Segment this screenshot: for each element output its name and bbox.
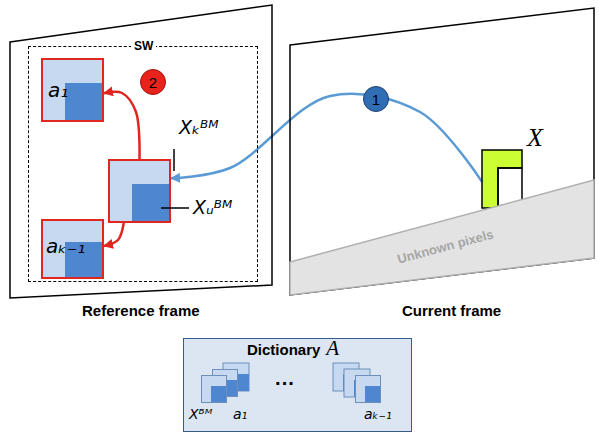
sw-label: SW [131, 40, 156, 53]
xpatch-node: X [482, 150, 522, 208]
target-patch [482, 150, 522, 208]
band-shape [290, 180, 594, 295]
patch-node: aₖ₋₁ [41, 219, 104, 279]
band-node: Unknown pixels [290, 172, 594, 295]
leader-lines [110, 161, 173, 225]
inner-block [65, 83, 102, 120]
patch-node: a₁ [41, 58, 104, 122]
frame-cur-label: Current frame [402, 303, 501, 320]
card-node: Xᴮᴹ [201, 375, 227, 403]
callout-number: 1 [363, 86, 389, 112]
card-node: aₖ₋₁ [355, 375, 381, 403]
patch-label: Xₖᴮᴹ [179, 117, 219, 138]
xpatch-label: X [527, 124, 543, 153]
frame-ref-shape [10, 5, 272, 298]
card-label: aₖ₋₁ [364, 407, 392, 422]
connector-arrow [104, 92, 140, 159]
patch-label: a₁ [48, 79, 68, 101]
dict-label: A [326, 337, 339, 360]
leader-line [161, 207, 189, 209]
dict-node: Dictionary A Xᴮᴹ a₁ aₖ₋₁ [183, 338, 412, 432]
patch-node: XₖᴮᴹXᵤᴮᴹ [108, 159, 171, 223]
ellipsis-label: ··· [275, 372, 295, 394]
leader-line [173, 149, 175, 171]
connector-arrow [171, 94, 482, 182]
card-label: a₁ [233, 407, 247, 422]
frame-cur-node: Current frameXUnknown pixels [290, 8, 594, 295]
card-label: Xᴮᴹ [189, 407, 212, 422]
band-outline [290, 172, 594, 295]
connector-arrow [104, 223, 124, 246]
frame-ref-label: Reference frame [82, 303, 200, 320]
inner-block [132, 184, 169, 221]
dict-label: Dictionary [247, 342, 320, 359]
callout-number: 2 [140, 69, 166, 95]
patch-label: Xᵤᴮᴹ [193, 197, 232, 218]
patch-label: aₖ₋₁ [46, 235, 85, 257]
inner-block [211, 386, 226, 402]
frame-ref-node: Reference frameSWa₁XₖᴮᴹXᵤᴮᴹaₖ₋₁ [10, 5, 272, 298]
inner-block [365, 386, 380, 402]
frame-cur-shape [290, 8, 594, 295]
